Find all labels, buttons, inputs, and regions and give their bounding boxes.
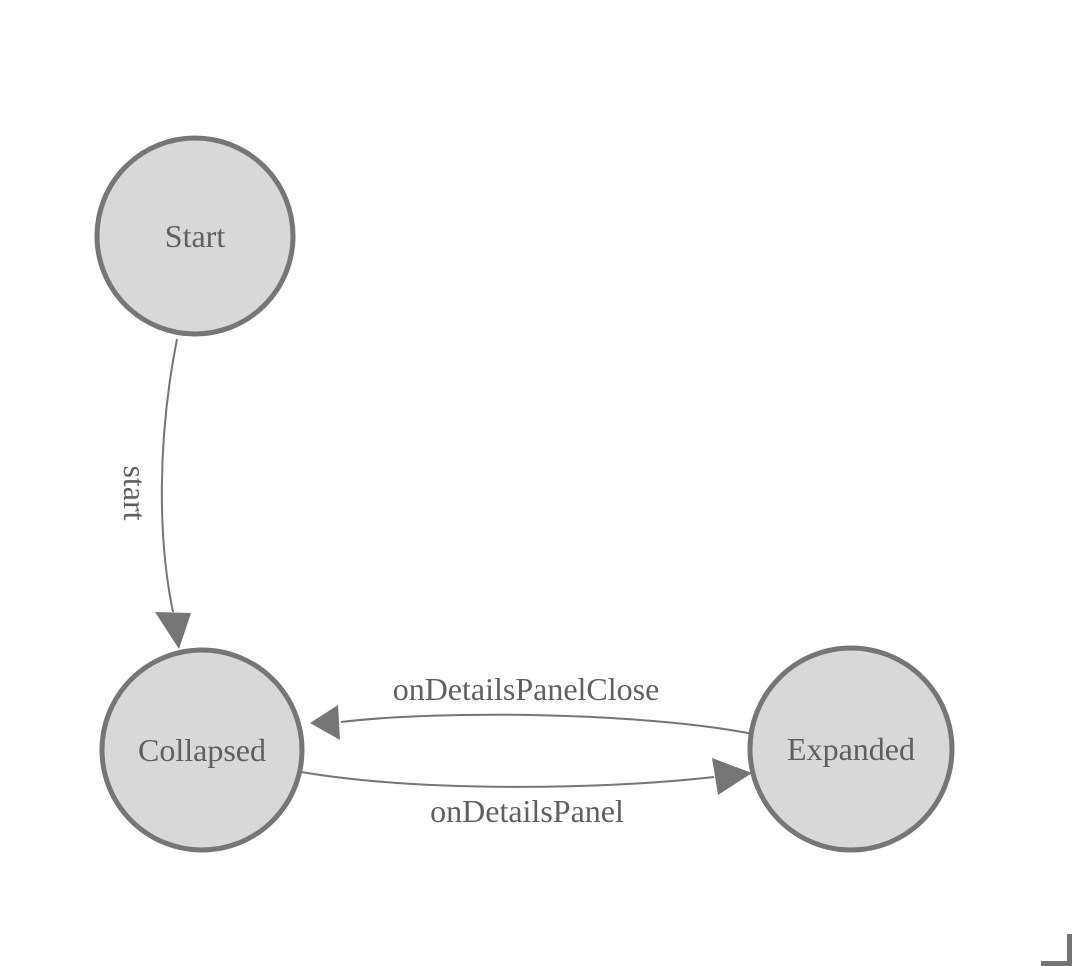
node-collapsed-label: Collapsed — [138, 732, 266, 768]
canvas-corner-mark — [1041, 934, 1072, 966]
edge-start-to-collapsed-line — [160, 338, 178, 613]
edge-collapsed-to-expanded: onDetailsPanel — [300, 758, 752, 829]
arrowhead-right-icon — [712, 758, 752, 795]
arrowhead-left-icon — [310, 705, 340, 740]
edge-label-ondetailspanelclose: onDetailsPanelClose — [393, 671, 660, 707]
edge-expanded-to-collapsed-line — [340, 713, 754, 735]
node-expanded-label: Expanded — [787, 731, 915, 767]
arrowhead-down-icon — [155, 612, 191, 649]
edge-start-to-collapsed: start — [117, 338, 191, 649]
node-start-circle[interactable] — [94, 135, 296, 337]
edge-label-ondetailspanel: onDetailsPanel — [430, 793, 624, 829]
node-start[interactable]: Start — [94, 135, 296, 337]
node-start-label: Start — [165, 218, 226, 254]
node-collapsed[interactable]: Collapsed — [99, 647, 305, 853]
edge-label-start: start — [117, 465, 153, 520]
edge-expanded-to-collapsed: onDetailsPanelClose — [310, 671, 754, 740]
node-expanded-circle[interactable] — [747, 645, 955, 853]
node-collapsed-circle[interactable] — [99, 647, 305, 853]
node-expanded[interactable]: Expanded — [747, 645, 955, 853]
edge-collapsed-to-expanded-line — [300, 771, 715, 788]
